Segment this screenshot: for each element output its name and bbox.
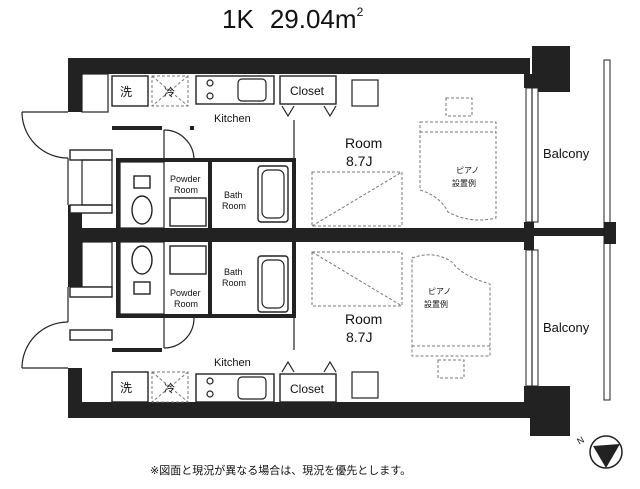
kitchen-counter: [195, 75, 275, 105]
room-label: Room: [345, 135, 382, 151]
vanity: [169, 197, 207, 227]
room-area-hint: [311, 171, 403, 227]
bath-label-2: Room: [222, 278, 246, 288]
toilet: [131, 245, 153, 275]
balcony-label: Balcony: [543, 146, 590, 161]
footer-note: ※図面と現況が異なる場合は、現況を優先とします。: [150, 463, 411, 477]
closet: [279, 373, 337, 403]
room-size: 8.7J: [346, 153, 372, 169]
windows: [525, 87, 539, 387]
closet: [279, 75, 337, 105]
svg-text:設置例: 設置例: [424, 299, 448, 309]
svg-text:ピアノ: ピアノ: [456, 166, 479, 175]
closet-label: Closet: [290, 84, 325, 98]
kitchen-label: Kitchen: [214, 113, 251, 125]
vanity: [169, 245, 207, 275]
balcony-label: Balcony: [543, 320, 590, 335]
svg-text:ピアノ: ピアノ: [428, 287, 451, 296]
room-area-hint: [311, 251, 403, 307]
fridge-space: [151, 371, 189, 403]
bath-label-2: Room: [222, 201, 246, 211]
outer-walls: [68, 46, 616, 436]
unit-bottom: Powder Room Bath Room Room 8.7J ピアノ 設置例 …: [111, 241, 590, 403]
washer-space: [111, 371, 149, 403]
room-label: Room: [345, 311, 382, 327]
kitchen-label: Kitchen: [214, 357, 251, 369]
bath-label-1: Bath: [224, 190, 243, 200]
powder-label-2: Room: [174, 185, 198, 195]
fridge-label: 冷: [164, 86, 175, 99]
closet-label: Closet: [290, 382, 325, 396]
svg-text:設置例: 設置例: [452, 178, 476, 188]
bath-label-1: Bath: [224, 267, 243, 277]
area-superscript: 2: [357, 5, 364, 19]
desk-chair: [351, 371, 379, 399]
fridge-label: 冷: [164, 382, 175, 395]
toilet: [131, 195, 153, 225]
washer-label: 洗: [120, 381, 132, 395]
desk-chair: [351, 79, 379, 107]
piano-example: ピアノ 設置例: [419, 97, 497, 221]
piano-example: ピアノ 設置例: [411, 254, 491, 379]
north-arrow-icon: N: [575, 435, 623, 469]
entrance-area: [21, 73, 113, 369]
powder-label-2: Room: [174, 299, 198, 309]
powder-label-1: Powder: [170, 174, 201, 184]
unit-top: 洗 冷 Kitchen Closet Room 8.7J ピアノ: [111, 75, 590, 229]
bathtub: [257, 165, 289, 223]
kitchen-counter: [195, 373, 275, 403]
room-size: 8.7J: [346, 329, 372, 345]
powder-label-1: Powder: [170, 288, 201, 298]
bathtub: [257, 255, 289, 313]
compass-label: N: [575, 435, 586, 447]
washer-label: 洗: [120, 85, 132, 99]
fridge-space: [151, 75, 189, 107]
washer-space: [111, 75, 149, 107]
